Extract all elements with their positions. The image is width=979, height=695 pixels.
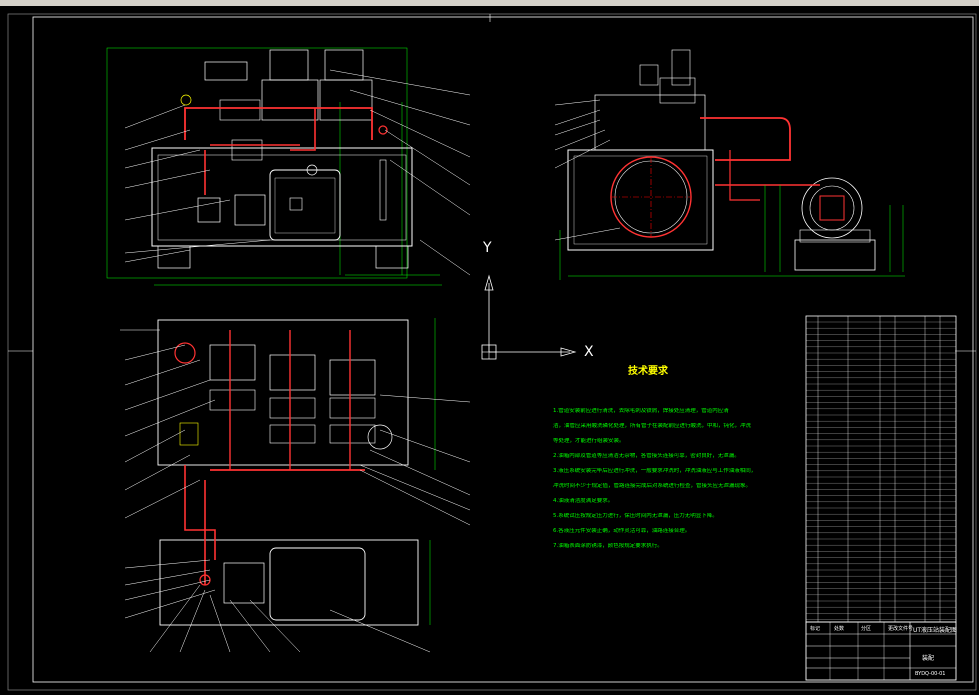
side-view <box>554 49 905 280</box>
y-axis-label: Y <box>483 240 492 256</box>
tech-requirement-line: 6.各液压元件安装正确，动作灵活可靠，油路连接合理。 <box>553 528 691 534</box>
tech-requirement-line: 洁，油管应采用酸洗磷化处理，所有管子在装配前应进行酸洗，中和，钝化，冲洗 <box>553 423 752 429</box>
tech-requirements-title: 技术要求 <box>628 366 668 377</box>
title-block-column-label: 更改文件号 <box>888 626 914 632</box>
sheet-inner-border <box>32 16 974 683</box>
drawing-number: BYDQ-00-01 <box>915 671 946 677</box>
tech-requirement-line: 3.液压系统安装完毕后应进行冲洗，一般要求冲洗时，冲洗油液应与工作油液相同， <box>553 468 757 474</box>
top-view <box>120 318 471 653</box>
drawing-name: UT液压站装配图 <box>913 627 958 634</box>
tech-requirement-line: 冲洗时间不少于规定值，管路连接完成后对系统进行检查，管接头应无泄漏现象。 <box>553 483 752 489</box>
title-block <box>805 621 957 681</box>
tech-requirement-line: 等处理，才能进行组装安装。 <box>553 438 625 444</box>
front-view <box>106 47 471 286</box>
tech-requirement-line: 5.系统试压按规定压力进行，保压时间内无泄漏，压力无明显下降。 <box>553 513 718 519</box>
title-block-column-label: 分区 <box>861 626 872 632</box>
window-top-strip <box>0 0 979 6</box>
tech-requirement-line: 4.油液清洁度满足要求。 <box>553 498 614 504</box>
tech-requirement-line: 2.油箱内部及管道等应清洁无杂物，各管接头连接可靠，密封良好，无泄漏。 <box>553 453 740 459</box>
title-block-column-label: 标记 <box>810 626 821 632</box>
sheet-outer-border <box>7 13 977 691</box>
x-axis-label: X <box>584 344 594 360</box>
drawing-type-label: 装配 <box>922 655 935 662</box>
parts-list-rows <box>806 321 956 620</box>
ucs-axis-icon <box>481 274 577 360</box>
tech-requirement-line: 1.管道安装前应进行清洗，去除毛刺及铁屑，焊接处应清理，管道内应清 <box>553 408 729 414</box>
title-block-column-label: 处数 <box>834 626 845 632</box>
parts-list <box>805 315 957 623</box>
tech-requirement-line: 7.油箱表面涂防锈漆，颜色按规定要求执行。 <box>553 543 663 549</box>
